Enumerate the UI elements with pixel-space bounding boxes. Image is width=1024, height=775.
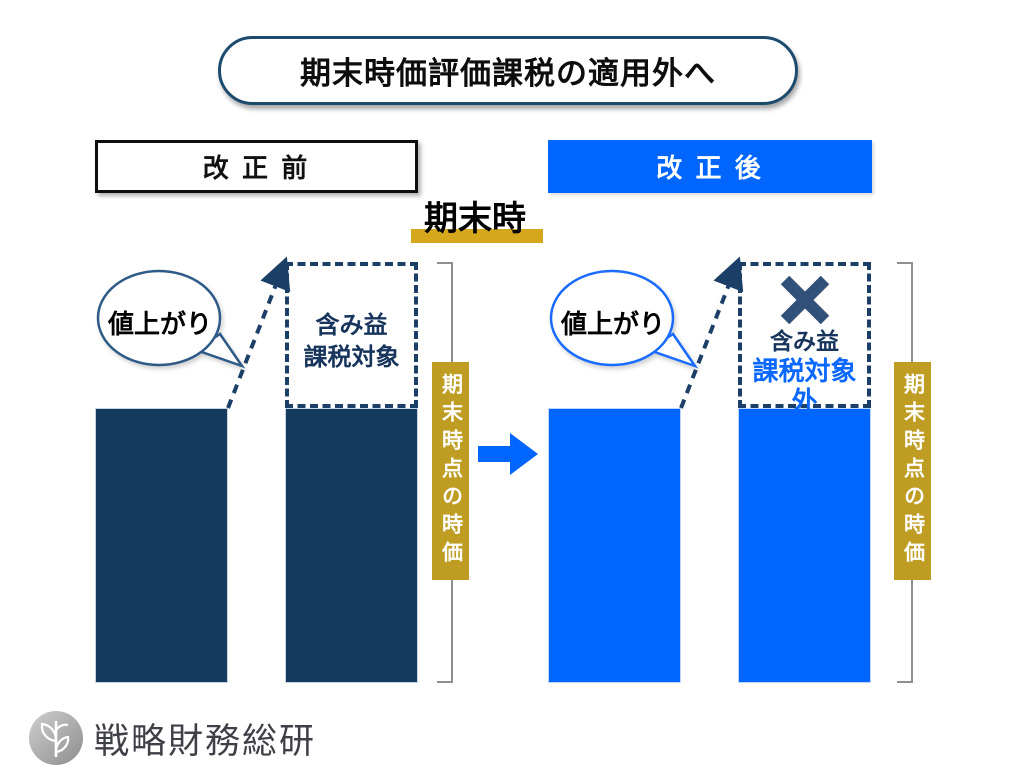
before-base-bar bbox=[95, 408, 228, 683]
after-price-rise-bubble: 値上がり bbox=[549, 268, 699, 380]
after-base-bar bbox=[548, 408, 681, 683]
cross-icon bbox=[777, 272, 833, 328]
caption-gold-underline bbox=[411, 229, 543, 243]
before-bubble-label: 値上がり bbox=[107, 309, 212, 339]
title-pill: 期末時価評価課税の適用外へ bbox=[218, 36, 798, 105]
before-side-label: 期末時点の時価 bbox=[432, 362, 469, 580]
brand-footer: 戦略財務総研 bbox=[28, 710, 316, 766]
after-period-end-bar bbox=[738, 408, 871, 683]
before-diagonal-connector bbox=[226, 256, 291, 409]
after-side-label: 期末時点の時価 bbox=[894, 362, 931, 580]
after-bubble-label: 値上がり bbox=[560, 309, 665, 339]
header-before-revision: 改 正 前 bbox=[95, 140, 418, 193]
caption-text: 期末時 bbox=[424, 200, 526, 238]
after-unrealized-gain-box: 含み益 課税対象外 bbox=[738, 262, 871, 416]
before-period-end-bar bbox=[285, 408, 418, 683]
after-tax-label: 課税対象外 bbox=[752, 356, 857, 416]
after-diagonal-connector bbox=[679, 256, 744, 409]
sprout-logo-icon bbox=[28, 710, 84, 766]
before-unrealized-gain-box: 含み益 課税対象 bbox=[285, 262, 418, 408]
before-tax-label: 課税対象 bbox=[303, 344, 400, 371]
after-gain-label: 含み益 bbox=[770, 328, 839, 354]
before-price-rise-bubble: 値上がり bbox=[96, 268, 246, 380]
brand-name: 戦略財務総研 bbox=[94, 721, 317, 761]
header-after-revision: 改 正 後 bbox=[548, 140, 872, 193]
page-title: 期末時価評価課税の適用外へ bbox=[300, 56, 716, 91]
before-gain-label: 含み益 bbox=[315, 312, 388, 339]
arrow-right-icon bbox=[478, 431, 540, 477]
